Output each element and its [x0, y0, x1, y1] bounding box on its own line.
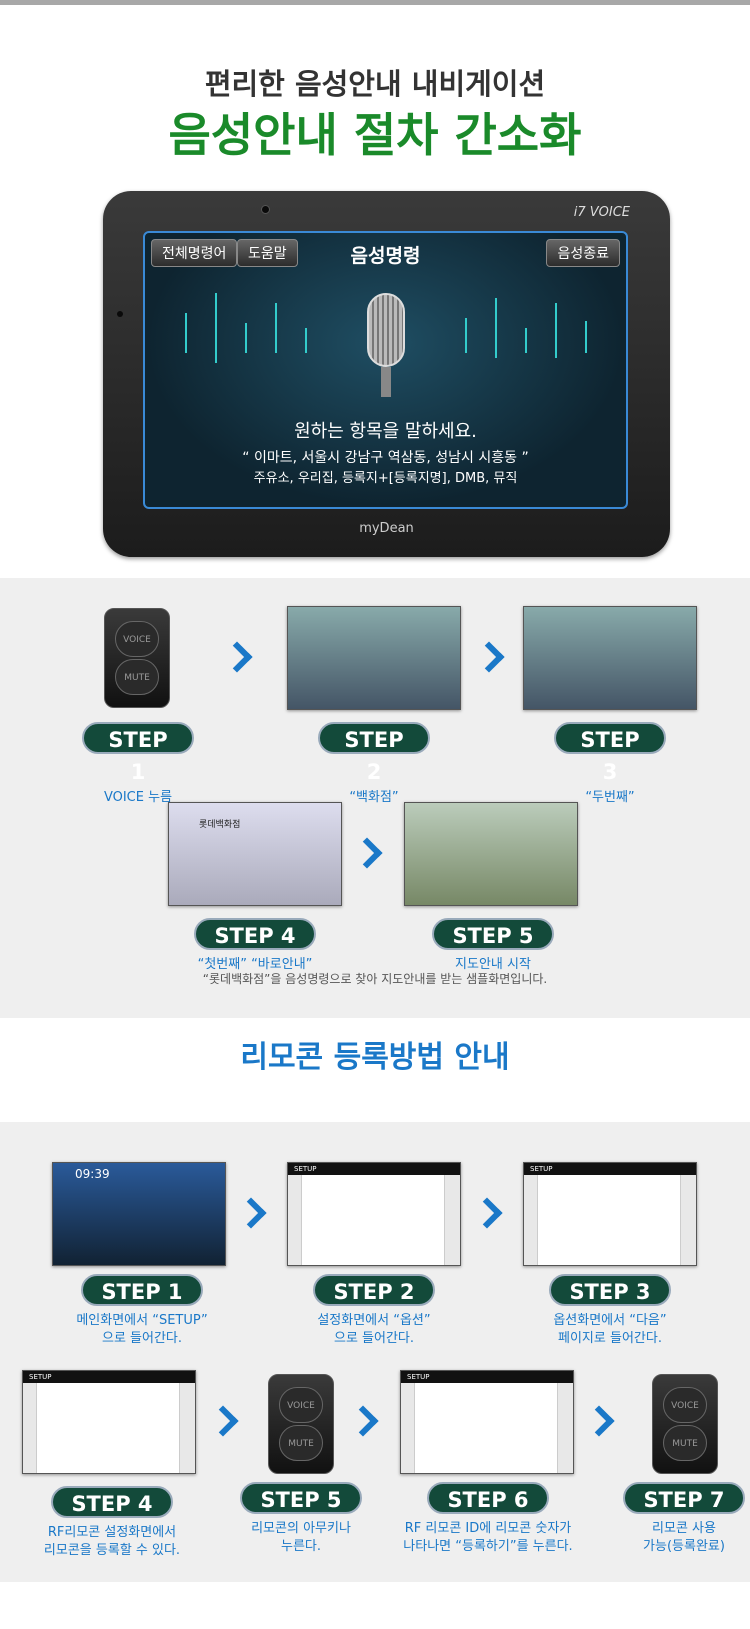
screen-thumb-step2	[287, 606, 461, 710]
microphone-hole	[117, 311, 123, 317]
step-badge: STEP 3	[549, 1274, 671, 1306]
step-caption-2: 으로 들어간다.	[101, 1331, 183, 1346]
arrow-right-icon	[207, 1405, 239, 1437]
remote-control-image: VOICE MUTE	[652, 1374, 718, 1474]
mute-key: MUTE	[663, 1425, 707, 1461]
top-bar	[0, 0, 750, 5]
voice-step-5: STEP 5 지도안내 시작	[418, 918, 568, 974]
arrow-right-icon	[351, 837, 383, 869]
rf-register-thumb: SETUP	[400, 1370, 574, 1474]
remote-steps-section: 09:39 SETUP SETUP STEP 1 메인화면에서 “SETUP” 으…	[0, 1122, 750, 1582]
remote-control-image: VOICE MUTE	[268, 1374, 334, 1474]
step-caption-2: 리모콘을 등록할 수 있다.	[43, 1543, 181, 1558]
remote-control-image: VOICE MUTE	[104, 608, 170, 708]
hero-title: 음성안내 절차 간소화	[168, 108, 582, 162]
arrow-right-icon	[347, 1405, 379, 1437]
step-caption-2: 가능(등록완료)	[643, 1539, 725, 1554]
camera-icon	[261, 205, 270, 214]
setup-header: SETUP	[524, 1163, 696, 1175]
voice-note: “롯데백화점”을 음성명령으로 찾아 지도안내를 받는 샘플화면입니다.	[202, 972, 548, 986]
device-brand-logo: myDean	[359, 521, 414, 536]
arrow-right-icon	[221, 641, 253, 673]
step-caption-1: RF리모콘 설정화면에서	[47, 1525, 177, 1540]
navigation-device: i7 VOICE 전체명령어 도움말 음성명령 음성종료	[103, 191, 670, 557]
step-caption: VOICE 누름	[103, 790, 173, 805]
voice-step-2: STEP 2 “백화점”	[318, 722, 430, 807]
screen-examples-2: 주유소, 우리집, 등록지+[등록지명], DMB, 뮤직	[253, 471, 518, 486]
arrow-right-icon	[473, 641, 505, 673]
step-badge: STEP 6	[427, 1482, 549, 1514]
voice-step-3: STEP 3 “두번째”	[554, 722, 666, 807]
step-caption-2: 페이지로 들어간다.	[558, 1331, 662, 1346]
setup-header: SETUP	[401, 1371, 573, 1383]
arrow-right-icon	[583, 1405, 615, 1437]
main-time: 09:39	[75, 1167, 110, 1181]
step-caption-1: RF 리모콘 ID에 리모콘 숫자가	[404, 1521, 572, 1536]
device-model: i7 VOICE	[573, 205, 630, 220]
voice-key: VOICE	[115, 621, 159, 657]
step-caption: 지도안내 시작	[455, 957, 531, 972]
step-badge: STEP 3	[554, 722, 666, 784]
hero-subtitle: 편리한 음성안내 내비게이션	[204, 67, 546, 101]
step-badge: STEP 4	[194, 918, 316, 950]
all-commands-button[interactable]: 전체명령어	[151, 239, 238, 267]
arrow-right-icon	[471, 1197, 503, 1229]
screen-thumb-step4: 롯데백화점	[168, 802, 342, 906]
microphone-icon	[367, 293, 405, 367]
screen-title: 음성명령	[350, 245, 421, 267]
voice-step-1: STEP 1 VOICE 누름	[82, 722, 194, 807]
step-badge: STEP 1	[82, 722, 194, 784]
step-badge: STEP 4	[51, 1486, 173, 1518]
main-menu-thumb: 09:39	[52, 1162, 226, 1266]
option-thumb: SETUP	[523, 1162, 697, 1266]
setup-thumb: SETUP	[287, 1162, 461, 1266]
search-query: 롯데백화점	[199, 820, 241, 830]
screen-thumb-step5	[404, 802, 578, 906]
step-caption: “백화점”	[349, 790, 399, 805]
remote-step-1: STEP 1 메인화면에서 “SETUP” 으로 들어간다.	[52, 1274, 232, 1348]
remote-step-3: STEP 3 옵션화면에서 “다음” 페이지로 들어간다.	[520, 1274, 700, 1348]
screen-prompt: 원하는 항목을 말하세요.	[294, 421, 477, 442]
arrow-right-icon	[235, 1197, 267, 1229]
step-caption-1: 메인화면에서 “SETUP”	[76, 1313, 208, 1328]
screen-examples-1: “ 이마트, 서울시 강남구 역삼동, 성남시 시흥동 ”	[242, 450, 529, 466]
step-badge: STEP 7	[623, 1482, 745, 1514]
step-caption-1: 설정화면에서 “옵션”	[317, 1313, 431, 1328]
step-caption-2: 누른다.	[280, 1539, 321, 1554]
step-caption-1: 리모콘의 아무키나	[251, 1521, 351, 1536]
help-button[interactable]: 도움말	[237, 239, 298, 267]
hero-section: 편리한 음성안내 내비게이션 음성안내 절차 간소화 i7 VOICE 전체명령…	[0, 5, 750, 575]
microphone-stand	[381, 367, 391, 397]
step-caption-1: 리모콘 사용	[652, 1521, 716, 1536]
step-badge: STEP 1	[81, 1274, 203, 1306]
voice-key: VOICE	[279, 1387, 323, 1423]
voice-steps-section: VOICE MUTE STEP 1 VOICE 누름 STEP 2 “백화점” …	[0, 578, 750, 1018]
step-caption-1: 옵션화면에서 “다음”	[553, 1313, 667, 1328]
step-badge: STEP 5	[432, 918, 554, 950]
step-caption-2: 나타나면 “등록하기”를 누른다.	[403, 1539, 573, 1554]
voice-key: VOICE	[663, 1387, 707, 1423]
voice-step-4: STEP 4 “첫번째” “바로안내”	[180, 918, 330, 974]
rf-setup-thumb: SETUP	[22, 1370, 196, 1474]
setup-header: SETUP	[23, 1371, 195, 1383]
step-caption: “첫번째” “바로안내”	[197, 957, 313, 972]
screen-thumb-step3	[523, 606, 697, 710]
remote-step-2: STEP 2 설정화면에서 “옵션” 으로 들어간다.	[284, 1274, 464, 1348]
step-badge: STEP 2	[313, 1274, 435, 1306]
remote-section-title: 리모콘 등록방법 안내	[240, 1040, 510, 1075]
step-badge: STEP 5	[240, 1482, 362, 1514]
step-caption: “두번째”	[585, 790, 635, 805]
voice-command-screen: 전체명령어 도움말 음성명령 음성종료 원하	[143, 231, 628, 509]
mute-key: MUTE	[115, 659, 159, 695]
step-badge: STEP 2	[318, 722, 430, 784]
voice-end-button[interactable]: 음성종료	[546, 239, 620, 267]
step-caption-2: 으로 들어간다.	[333, 1331, 415, 1346]
setup-header: SETUP	[288, 1163, 460, 1175]
mute-key: MUTE	[279, 1425, 323, 1461]
